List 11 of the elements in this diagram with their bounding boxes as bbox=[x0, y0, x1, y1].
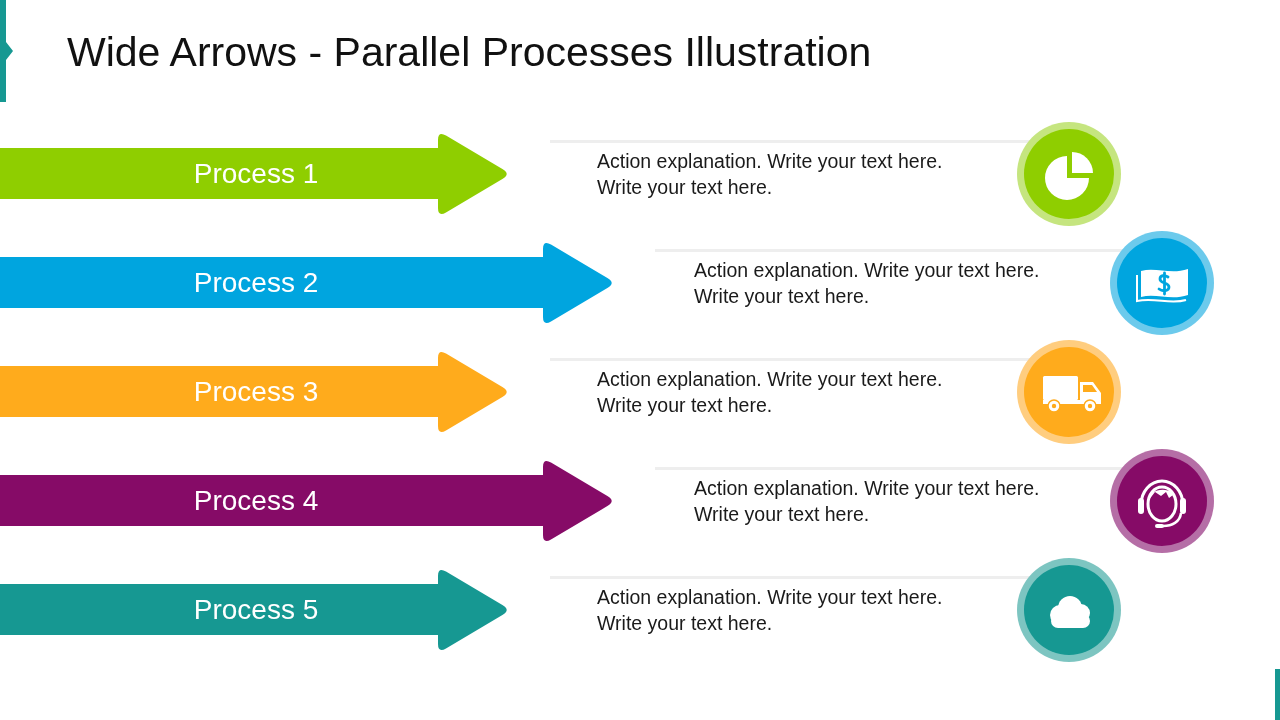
process-label: Process 5 bbox=[193, 593, 319, 627]
process-label: Process 2 bbox=[193, 266, 319, 300]
process-label: Process 1 bbox=[193, 157, 319, 191]
process-label: Process 3 bbox=[193, 375, 319, 409]
description-text: Action explanation. Write your text here. Write your text here. bbox=[597, 585, 944, 636]
description-text: Action explanation. Write your text here. Write your text here. bbox=[597, 149, 944, 200]
description-text: Action explanation. Write your text here. Write your text here. bbox=[694, 258, 1041, 309]
process-label: Process 4 bbox=[193, 484, 319, 518]
slide-title: Wide Arrows - Parallel Processes Illustration bbox=[67, 28, 872, 77]
description-text: Action explanation. Write your text here. Write your text here. bbox=[694, 476, 1041, 527]
description-text: Action explanation. Write your text here. Write your text here. bbox=[597, 367, 944, 418]
